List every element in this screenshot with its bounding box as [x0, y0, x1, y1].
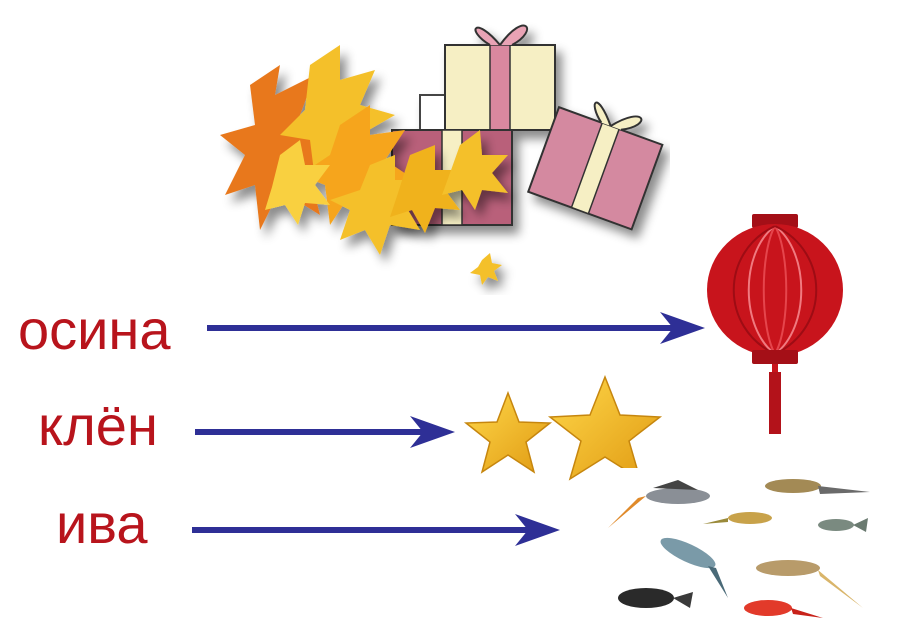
fish-icon [756, 560, 863, 608]
red-lantern-icon [707, 214, 843, 434]
fish-icon [818, 518, 868, 532]
fish-icon [660, 537, 728, 598]
word-iva: ива [56, 492, 148, 555]
red-lantern-picture [707, 214, 843, 434]
stars-picture [463, 375, 663, 481]
fish-icon [765, 479, 870, 494]
autumn-leaves-icon [220, 45, 508, 285]
fish-icon [703, 512, 772, 524]
fish-icon [744, 600, 823, 618]
fish-picture [608, 468, 893, 627]
fish-icon [608, 480, 710, 528]
word-osina: осина [18, 298, 171, 361]
arrow-iva [192, 514, 560, 546]
fish-icon [618, 588, 693, 608]
arrow-klen [195, 416, 455, 448]
autumn-leaves-and-gifts-picture [220, 24, 664, 285]
star-icon [547, 375, 663, 481]
arrow-osina [207, 312, 705, 344]
star-icon [463, 390, 553, 474]
word-klen: клён [38, 394, 158, 457]
